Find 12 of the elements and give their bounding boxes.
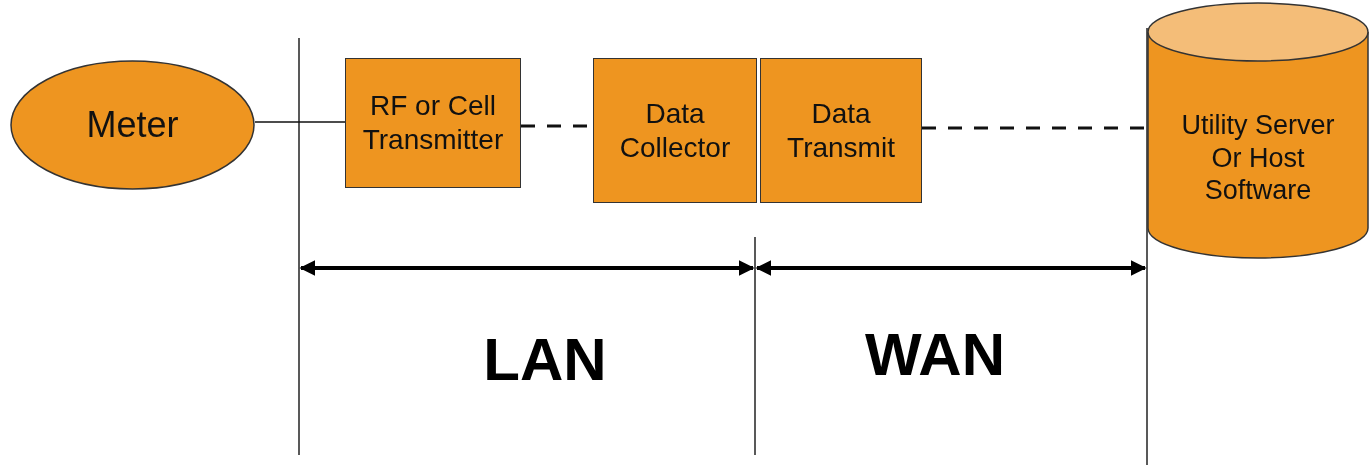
node-label: Data Transmit bbox=[786, 96, 896, 165]
network-label: LAN bbox=[483, 325, 607, 394]
network-label: WAN bbox=[865, 320, 1005, 389]
connector-line bbox=[254, 121, 346, 123]
node-label: Utility Server Or Host Software bbox=[1180, 109, 1336, 207]
process-box bbox=[760, 58, 922, 203]
dashed-connector bbox=[922, 126, 1147, 130]
process-box bbox=[593, 58, 757, 203]
node-label: Data Collector bbox=[618, 96, 732, 165]
node-label: RF or Cell Transmitter bbox=[361, 89, 505, 157]
node-label: Meter bbox=[85, 103, 180, 147]
process-box bbox=[345, 58, 521, 188]
